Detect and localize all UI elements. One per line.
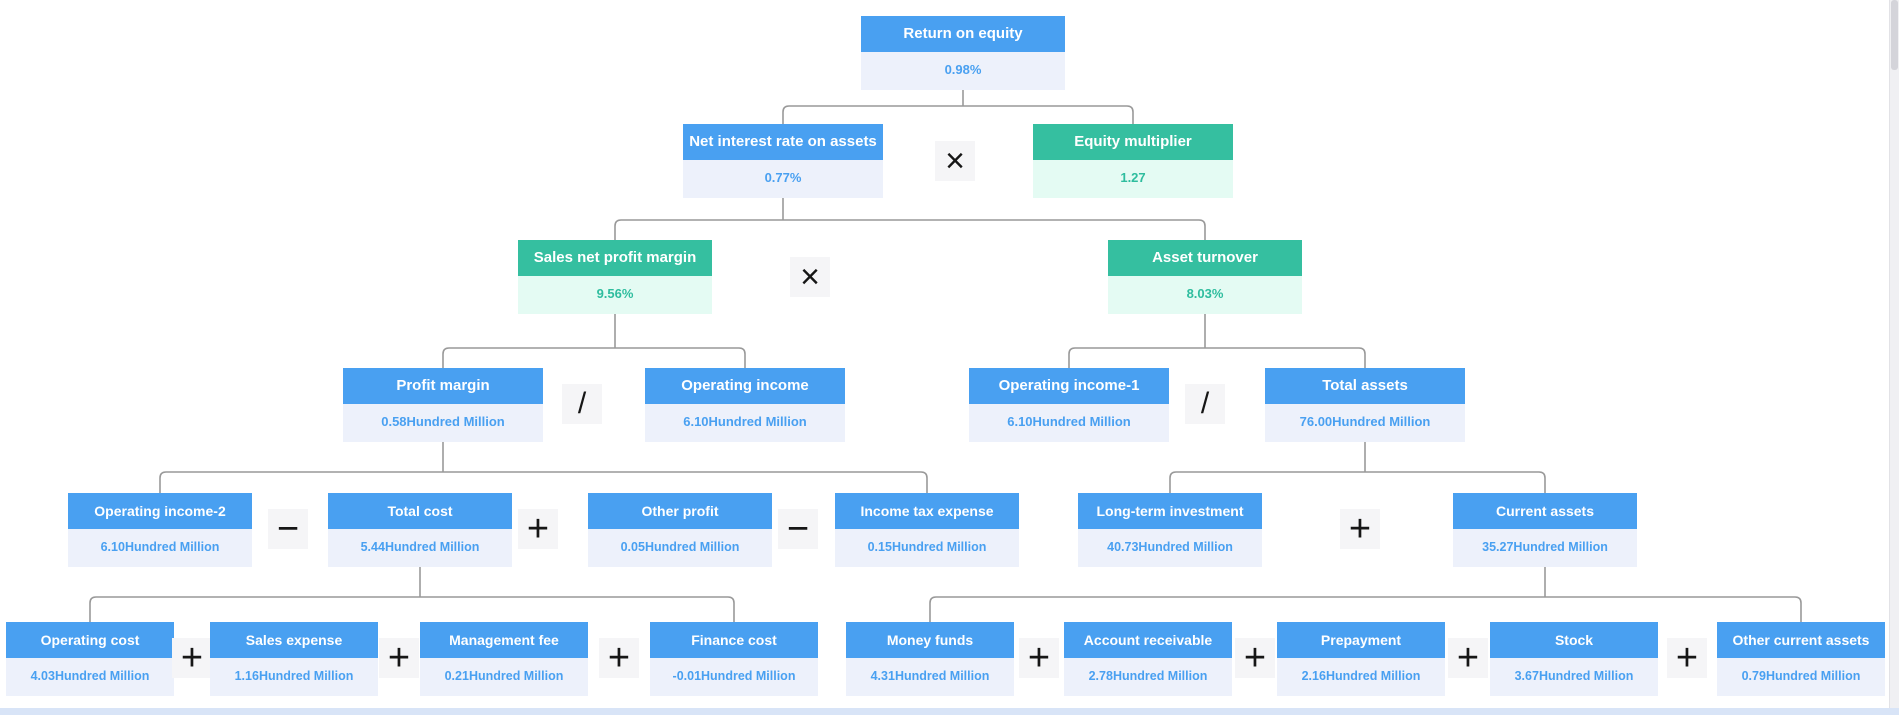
node-value: 0.98% [861, 52, 1065, 90]
node-value: 35.27Hundred Million [1453, 529, 1637, 567]
multiply-operator: × [790, 257, 830, 297]
connector-ca-children [929, 567, 1802, 622]
divide-operator: / [562, 384, 602, 424]
node-title: Long-term investment [1078, 493, 1262, 529]
node-title: Management fee [420, 622, 588, 658]
plus-operator: + [518, 508, 558, 550]
node-value: 5.44Hundred Million [328, 529, 512, 567]
multiply-operator: × [935, 141, 975, 181]
node-title: Operating income [645, 368, 845, 404]
vertical-scrollbar-thumb[interactable] [1891, 0, 1898, 70]
node-value: 2.78Hundred Million [1064, 658, 1232, 696]
node-value: 6.10Hundred Million [969, 404, 1169, 442]
node-title: Total assets [1265, 368, 1465, 404]
node-title: Operating income-2 [68, 493, 252, 529]
horizontal-scrollbar[interactable] [0, 708, 1899, 715]
node-finance-cost[interactable]: Finance cost -0.01Hundred Million [650, 622, 818, 696]
node-title: Operating income-1 [969, 368, 1169, 404]
node-value: 9.56% [518, 276, 712, 314]
divide-operator: / [1185, 384, 1225, 424]
node-value: 0.79Hundred Million [1717, 658, 1885, 696]
node-long-term-investment[interactable]: Long-term investment 40.73Hundred Millio… [1078, 493, 1262, 567]
connector-at-children [1068, 314, 1366, 368]
node-value: 8.03% [1108, 276, 1302, 314]
node-title: Equity multiplier [1033, 124, 1233, 160]
node-title: Account receivable [1064, 622, 1232, 658]
node-title: Prepayment [1277, 622, 1445, 658]
node-sales-expense[interactable]: Sales expense 1.16Hundred Million [210, 622, 378, 696]
node-operating-income[interactable]: Operating income 6.10Hundred Million [645, 368, 845, 442]
node-title: Sales net profit margin [518, 240, 712, 276]
node-asset-turnover[interactable]: Asset turnover 8.03% [1108, 240, 1302, 314]
node-value: 76.00Hundred Million [1265, 404, 1465, 442]
node-management-fee[interactable]: Management fee 0.21Hundred Million [420, 622, 588, 696]
node-stock[interactable]: Stock 3.67Hundred Million [1490, 622, 1658, 696]
node-operating-cost[interactable]: Operating cost 4.03Hundred Million [6, 622, 174, 696]
node-net-interest-rate-on-assets[interactable]: Net interest rate on assets 0.77% [683, 124, 883, 198]
node-value: 1.27 [1033, 160, 1233, 198]
node-title: Income tax expense [835, 493, 1019, 529]
node-total-assets[interactable]: Total assets 76.00Hundred Million [1265, 368, 1465, 442]
node-value: 0.15Hundred Million [835, 529, 1019, 567]
node-current-assets[interactable]: Current assets 35.27Hundred Million [1453, 493, 1637, 567]
plus-operator: + [1340, 508, 1380, 550]
node-account-receivable[interactable]: Account receivable 2.78Hundred Million [1064, 622, 1232, 696]
vertical-scrollbar-track [1889, 0, 1899, 715]
connector-tc-children [89, 567, 735, 622]
plus-operator: + [1019, 637, 1059, 679]
node-value: 0.58Hundred Million [343, 404, 543, 442]
plus-operator: + [599, 637, 639, 679]
node-value: 6.10Hundred Million [645, 404, 845, 442]
plus-operator: + [1235, 637, 1275, 679]
node-title: Total cost [328, 493, 512, 529]
connector-ta-children [1169, 442, 1546, 493]
plus-operator: + [172, 637, 212, 679]
node-prepayment[interactable]: Prepayment 2.16Hundred Million [1277, 622, 1445, 696]
node-other-profit[interactable]: Other profit 0.05Hundred Million [588, 493, 772, 567]
minus-operator: − [268, 508, 308, 550]
node-title: Finance cost [650, 622, 818, 658]
node-value: 0.21Hundred Million [420, 658, 588, 696]
plus-operator: + [1667, 637, 1707, 679]
node-money-funds[interactable]: Money funds 4.31Hundred Million [846, 622, 1014, 696]
node-profit-margin[interactable]: Profit margin 0.58Hundred Million [343, 368, 543, 442]
node-other-current-assets[interactable]: Other current assets 0.79Hundred Million [1717, 622, 1885, 696]
node-income-tax-expense[interactable]: Income tax expense 0.15Hundred Million [835, 493, 1019, 567]
connector-snpm-children [442, 314, 746, 368]
node-equity-multiplier[interactable]: Equity multiplier 1.27 [1033, 124, 1233, 198]
node-title: Operating cost [6, 622, 174, 658]
node-return-on-equity[interactable]: Return on equity 0.98% [861, 16, 1065, 90]
node-title: Current assets [1453, 493, 1637, 529]
node-value: 0.77% [683, 160, 883, 198]
node-operating-income-2[interactable]: Operating income-2 6.10Hundred Million [68, 493, 252, 567]
node-value: 40.73Hundred Million [1078, 529, 1262, 567]
node-total-cost[interactable]: Total cost 5.44Hundred Million [328, 493, 512, 567]
node-title: Other current assets [1717, 622, 1885, 658]
node-value: 4.31Hundred Million [846, 658, 1014, 696]
node-value: 6.10Hundred Million [68, 529, 252, 567]
node-title: Money funds [846, 622, 1014, 658]
node-value: 2.16Hundred Million [1277, 658, 1445, 696]
node-title: Return on equity [861, 16, 1065, 52]
node-title: Profit margin [343, 368, 543, 404]
node-title: Net interest rate on assets [683, 124, 883, 160]
node-sales-net-profit-margin[interactable]: Sales net profit margin 9.56% [518, 240, 712, 314]
node-operating-income-1[interactable]: Operating income-1 6.10Hundred Million [969, 368, 1169, 442]
node-title: Stock [1490, 622, 1658, 658]
node-value: 0.05Hundred Million [588, 529, 772, 567]
node-title: Asset turnover [1108, 240, 1302, 276]
node-value: 3.67Hundred Million [1490, 658, 1658, 696]
plus-operator: + [379, 637, 419, 679]
connector-pm-children [159, 442, 928, 493]
minus-operator: − [778, 508, 818, 550]
node-value: -0.01Hundred Million [650, 658, 818, 696]
connector-roe-children [782, 90, 1134, 124]
node-value: 1.16Hundred Million [210, 658, 378, 696]
plus-operator: + [1448, 637, 1488, 679]
connector-nir-children [614, 198, 1206, 240]
node-value: 4.03Hundred Million [6, 658, 174, 696]
node-title: Sales expense [210, 622, 378, 658]
node-title: Other profit [588, 493, 772, 529]
